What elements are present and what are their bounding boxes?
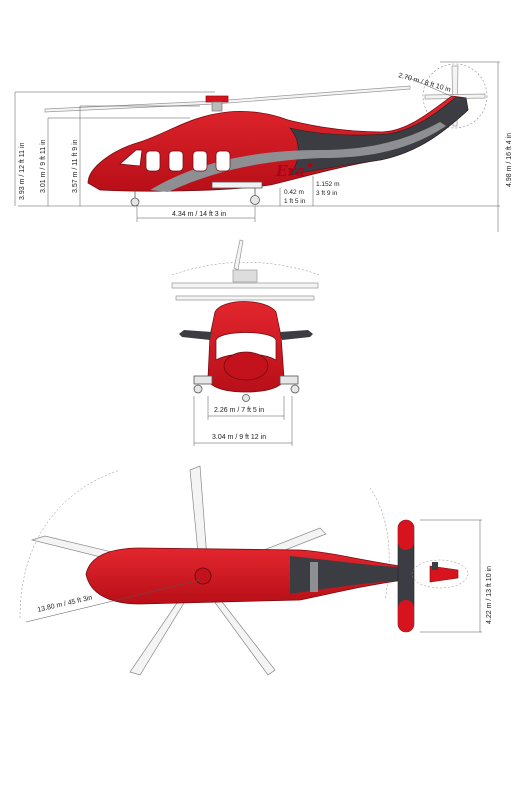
main-rotor-side	[44, 85, 411, 113]
stabilizer-tip-top	[398, 520, 414, 550]
dim-ground-clearance-imperial: 1 ft 5 in	[284, 198, 306, 205]
tail-rotor-disc-side	[422, 63, 488, 129]
front-view: 2.26 m / 7 ft 5 in 3.04 m / 9 ft 12 in	[171, 239, 321, 446]
dim-fuselage-height: 3.01 m / 9 ft 11 in	[40, 139, 47, 193]
side-view: Era ★ 3.93 m / 12	[14, 61, 513, 232]
dimension-lines-front	[193, 396, 293, 446]
brand-logo-star: ★	[306, 160, 314, 170]
grey-band-top	[310, 562, 318, 592]
nose-front	[223, 351, 269, 381]
brand-logo-era: Era	[275, 162, 305, 180]
rotor-disc-arc-left	[19, 469, 121, 619]
grey-stripe-side	[150, 122, 446, 192]
main-rotor-front	[171, 239, 319, 301]
dimension-lines-side	[14, 61, 500, 232]
dimension-lines-top	[25, 519, 482, 633]
stub-left-front	[179, 330, 212, 340]
dim-rotor-tail: 2.70 m / 8 ft 10 in	[397, 72, 451, 94]
dim-track-outer: 3.04 m / 9 ft 12 in	[212, 434, 266, 441]
dim-rotor-diameter: 13.80 m / 45 ft 3in	[37, 594, 93, 613]
stub-right-front	[280, 330, 313, 340]
rotor-hub-top	[194, 567, 212, 585]
dim-mast-height: 3.57 m / 11 ft 9 in	[72, 139, 79, 193]
windshield-front	[215, 332, 277, 361]
stabilizer-tip-bottom	[398, 600, 414, 632]
rotor-disc-arc-right	[369, 487, 390, 601]
cabin-windows-side	[119, 149, 231, 172]
dim-wheelbase: 4.34 m / 14 ft 3 in	[172, 211, 226, 218]
landing-gear-front	[193, 375, 300, 402]
dim-track-inner: 2.26 m / 7 ft 5 in	[214, 407, 264, 414]
dim-ground-clearance-metric: 0.42 m	[284, 189, 304, 196]
dim-step-height-metric: 1.152 m	[316, 181, 340, 188]
dim-step-height-imperial: 3 ft 9 in	[316, 190, 338, 197]
dim-overall-height: 3.93 m / 12 ft 11 in	[19, 142, 26, 200]
tail-rotor-top	[411, 559, 469, 589]
front-rotor-disc	[171, 262, 321, 276]
tail-boom-top	[290, 556, 410, 594]
dim-tail-height: 4.98 m / 16 ft 4 in	[506, 133, 513, 187]
top-view: 13.80 m / 45 ft 3in 4.22 m / 13 ft 10 in	[19, 465, 493, 676]
dim-stabilizer-span: 4.22 m / 13 ft 10 in	[486, 566, 493, 624]
tail-band-side	[289, 96, 469, 176]
